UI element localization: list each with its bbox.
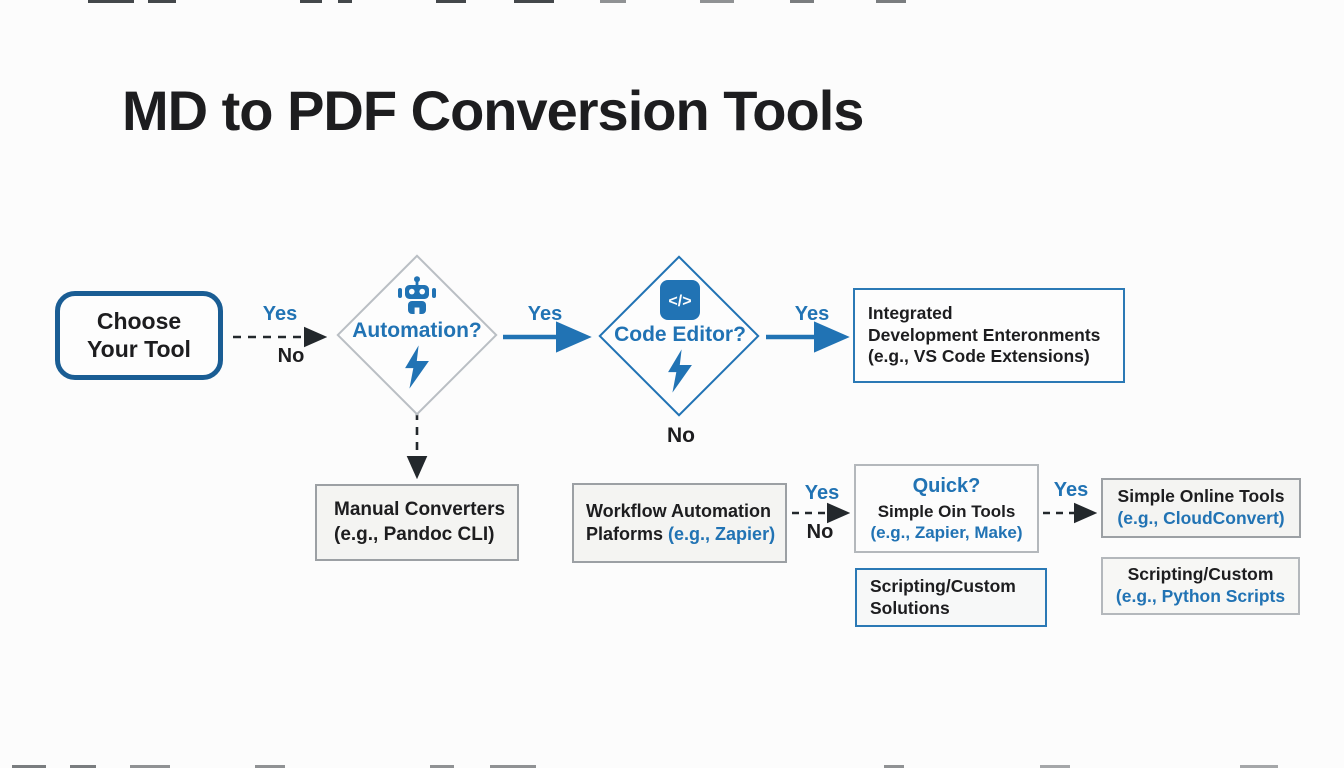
online-line1: Simple Online Tools — [1117, 486, 1285, 507]
node-choose-your-tool: Choose Your Tool — [55, 291, 223, 380]
node-manual-converters: Manual Converters (e.g., Pandoc CLI) — [315, 484, 519, 561]
edge-label-yes: Yes — [1053, 479, 1089, 501]
lightning-bolt-icon — [405, 345, 429, 389]
automation-diamond-content: Automation? — [337, 276, 497, 389]
edge-label-yes: Yes — [794, 303, 830, 325]
lightning-bolt-icon — [668, 349, 692, 393]
quick-line3: (e.g., Zapier, Make) — [870, 523, 1023, 542]
online-line2: (e.g., CloudConvert) — [1117, 508, 1285, 528]
edge-label-no: No — [806, 521, 834, 543]
quick-line2: Simple Oin Tools — [877, 501, 1016, 521]
scripting-solutions-line1: Scripting/Custom — [870, 575, 1016, 596]
scripting-python-line1: Scripting/Custom — [1127, 564, 1274, 585]
robot-icon — [398, 276, 436, 314]
ide-line2: Development Enteronments — [868, 324, 1101, 345]
ide-line3: (e.g., VS Code Extensions) — [868, 346, 1090, 367]
edge-label-no: No — [277, 345, 305, 367]
node-ide: Integrated Development Enteronments (e.g… — [853, 288, 1125, 383]
node-simple-online-tools: Simple Online Tools (e.g., CloudConvert) — [1101, 478, 1301, 538]
scripting-solutions-line2: Solutions — [870, 597, 950, 618]
page-title: MD to PDF Conversion Tools — [122, 79, 864, 142]
quick-title: Quick? — [912, 474, 981, 497]
node-workflow-automation: Workflow Automation Plaforms (e.g., Zapi… — [572, 483, 787, 563]
node-quick-simple-tools: Quick? Simple Oin Tools (e.g., Zapier, M… — [854, 464, 1039, 553]
node-scripting-custom-solutions: Scripting/Custom Solutions — [855, 568, 1047, 627]
edge-label-yes: Yes — [527, 303, 563, 325]
workflow-line1: Workflow Automation — [586, 500, 771, 521]
node-scripting-custom-python: Scripting/Custom (e.g., Python Scripts — [1101, 557, 1300, 615]
code-icon: </> — [660, 280, 700, 320]
code-icon-glyph: </> — [668, 293, 691, 310]
code-diamond-content: </> Code Editor? — [600, 280, 760, 393]
ide-line1: Integrated — [868, 302, 953, 323]
choose-label-line1: Choose — [96, 307, 182, 334]
choose-label-line2: Your Tool — [87, 335, 191, 362]
workflow-line2-black: Plaforms — [586, 524, 664, 544]
manual-line2: (e.g., Pandoc CLI) — [334, 523, 495, 545]
automation-label: Automation? — [352, 319, 482, 342]
edge-label-yes: Yes — [804, 482, 840, 504]
workflow-line2: Plaforms (e.g., Zapier) — [586, 523, 785, 546]
code-editor-label: Code Editor? — [614, 323, 746, 346]
manual-line1: Manual Converters — [334, 498, 506, 520]
workflow-line2-blue: (e.g., Zapier) — [668, 524, 776, 544]
edge-label-no: No — [667, 424, 695, 447]
scripting-python-line2: (e.g., Python Scripts — [1115, 586, 1286, 606]
edge-label-yes: Yes — [262, 303, 298, 325]
